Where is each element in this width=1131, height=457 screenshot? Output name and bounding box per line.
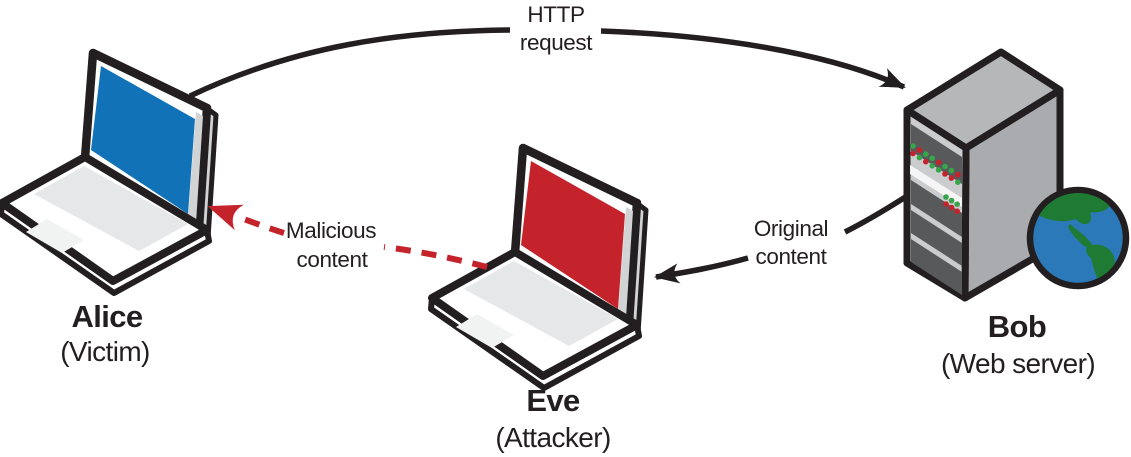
arrow-malicious-content-left-segment xyxy=(207,204,285,236)
eve-name-label: Eve xyxy=(526,383,580,418)
laptop-icon-eve xyxy=(431,148,646,388)
original-content-label-line2: content xyxy=(755,244,827,269)
alice-role-label: (Victim) xyxy=(60,336,150,367)
http-request-label-line1: HTTP xyxy=(527,2,584,27)
arrow-http-request-left-segment xyxy=(188,27,511,99)
arrow-http-request xyxy=(188,27,906,99)
http-request-label-line2: request xyxy=(520,30,593,55)
arrow-original-content xyxy=(654,193,909,284)
bob-name-label: Bob xyxy=(988,309,1046,344)
malicious-content-label-line2: content xyxy=(296,247,368,272)
arrow-original-content-left-segment xyxy=(654,255,749,284)
server-icon xyxy=(903,48,1064,302)
arrow-malicious-content-right-segment xyxy=(383,244,488,270)
globe-icon xyxy=(1026,186,1130,290)
eve-role-label: (Attacker) xyxy=(495,422,610,453)
malicious-content-label-line1: Malicious xyxy=(286,218,376,243)
original-content-label-line1: Original xyxy=(754,216,828,241)
globe-central-america xyxy=(1068,224,1093,249)
arrow-original-content-right-segment xyxy=(843,193,909,235)
arrow-http-request-right-segment xyxy=(600,28,906,90)
server-led-lights xyxy=(910,143,961,214)
globe-north-america xyxy=(1033,193,1122,225)
bob-role-label: (Web server) xyxy=(941,348,1095,379)
arrow-malicious-content xyxy=(207,204,488,270)
laptop-icon-alice xyxy=(1,53,216,293)
alice-name-label: Alice xyxy=(71,299,142,334)
